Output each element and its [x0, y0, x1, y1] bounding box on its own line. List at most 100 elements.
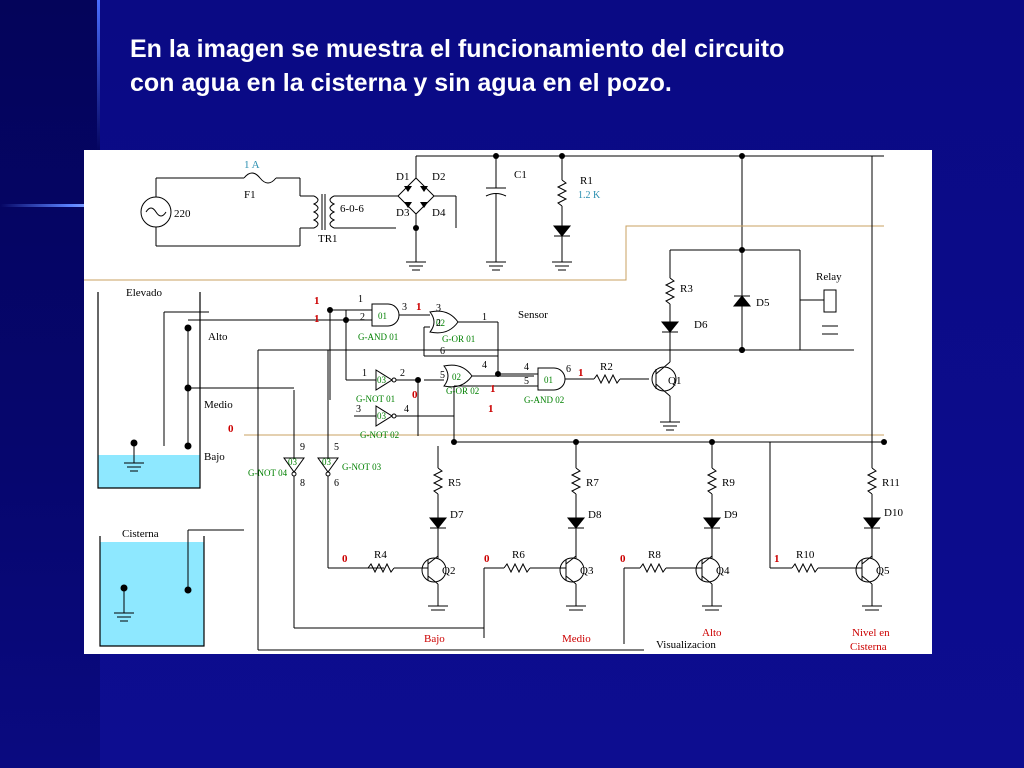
r4-label: R4: [374, 549, 387, 561]
r10-label: R10: [796, 549, 815, 561]
pin-number: 5: [334, 442, 339, 453]
led-icon: [552, 225, 572, 237]
cisterna-water: [100, 542, 204, 646]
not-gate-4-label: G-NOT 04: [248, 468, 288, 478]
circuit-diagram: 1 A F1 220 TR1 6-0-6 D1 D2 D3 D4 C1 R1 1…: [84, 150, 932, 654]
transformer-label: TR1: [318, 233, 338, 245]
d3-label: D3: [396, 207, 410, 219]
led-d6-icon: [660, 321, 680, 333]
resistor-r5-icon: [432, 467, 444, 495]
or-gate-1-number: 02: [436, 318, 445, 328]
r5-label: R5: [448, 477, 461, 489]
relay-label: Relay: [816, 271, 842, 283]
logic-value: 1: [314, 313, 320, 325]
logic-value: 1: [774, 553, 780, 565]
resistor-r1-value: 1.2 K: [578, 190, 601, 201]
d10-label: D10: [884, 507, 903, 519]
d6-label: D6: [694, 319, 708, 331]
q2-label: Q2: [442, 565, 455, 577]
level-alto-label: Alto: [208, 331, 228, 343]
or-gate-1-label: G-OR 01: [442, 334, 475, 344]
cisterna-tank-outline: [99, 536, 205, 647]
transformer-secondary-icon: [329, 195, 336, 229]
pin-number: 3: [402, 302, 407, 313]
transistor-q3-icon: [559, 557, 585, 583]
ground-icon: [486, 261, 506, 271]
fuse-rating-label: 1 A: [244, 159, 260, 171]
pin-number: 3: [436, 303, 441, 314]
r8-label: R8: [648, 549, 661, 561]
or-gate-1-icon: [429, 310, 459, 334]
logic-value: 0: [412, 389, 418, 401]
level-elevado-label: Elevado: [126, 287, 163, 299]
elevado-tank-outline: [97, 292, 201, 489]
pin-number: 4: [482, 360, 487, 371]
resistor-r8-icon: [639, 562, 667, 574]
resistor-r7-icon: [570, 467, 582, 495]
transformer-taps-label: 6-0-6: [340, 203, 364, 215]
pin-number: 2: [360, 312, 365, 323]
indicator-bajo-label: Bajo: [424, 633, 445, 645]
indicator-cisterna-label: Cisterna: [850, 641, 887, 653]
pin-number: 1: [362, 368, 367, 379]
resistor-r4-icon: [367, 562, 395, 574]
source-voltage-label: 220: [174, 208, 191, 220]
r9-label: R9: [722, 477, 735, 489]
pin-number: 1: [358, 294, 363, 305]
led-d7-icon: [428, 517, 448, 529]
pin-number: 2: [400, 368, 405, 379]
logic-value: 1: [314, 295, 320, 307]
r3-label: R3: [680, 283, 693, 295]
not-gate-4-number: 03: [288, 457, 298, 467]
pin-number: 2: [436, 318, 441, 329]
and-gate-2-label: G-AND 02: [524, 395, 564, 405]
logic-gates: [188, 303, 884, 650]
not-gate-1-number: 03: [377, 375, 387, 385]
not-gate-1-label: G-NOT 01: [356, 394, 395, 404]
power-supply: [140, 155, 884, 350]
and-gate-1-label: G-AND 01: [358, 332, 398, 342]
pin-number: 1: [482, 312, 487, 323]
r7-label: R7: [586, 477, 599, 489]
d7-label: D7: [450, 509, 464, 521]
logic-value: 1: [578, 367, 584, 379]
fuse-label: F1: [244, 189, 256, 201]
d5-label: D5: [756, 297, 770, 309]
resistor-r3-icon: [664, 277, 676, 305]
d2-label: D2: [432, 171, 445, 183]
not-gate-3-label: G-NOT 03: [342, 462, 382, 472]
tanks: [97, 292, 244, 647]
slide-title-line-1: En la imagen se muestra el funcionamient…: [130, 35, 785, 63]
pin-number: 9: [300, 442, 305, 453]
fuse-icon: [243, 172, 277, 184]
resistor-r1-label: R1: [580, 175, 593, 187]
elevado-water: [98, 455, 200, 488]
indicator-medio-label: Medio: [562, 633, 591, 645]
resistor-r11-icon: [866, 467, 878, 495]
transformer-primary-icon: [312, 195, 319, 229]
cisterna-label: Cisterna: [122, 528, 159, 540]
indicator-alto-label: Alto: [702, 627, 722, 639]
resistor-r2-icon: [593, 373, 621, 385]
capacitor-label: C1: [514, 169, 527, 181]
led-d9-icon: [702, 517, 722, 529]
and-gate-2-icon: [537, 367, 566, 391]
q1-label: Q1: [668, 375, 681, 387]
slide-title-line-2: con agua en la cisterna y sin agua en el…: [130, 69, 672, 97]
led-d10-icon: [862, 517, 882, 529]
resistor-r10-icon: [791, 562, 819, 574]
level-bajo-label: Bajo: [204, 451, 225, 463]
or-gate-2-label: G-OR 02: [446, 386, 479, 396]
r2-label: R2: [600, 361, 613, 373]
transistor-q4-icon: [695, 557, 721, 583]
accent-line-vertical: [97, 0, 100, 150]
accent-line-horizontal: [0, 204, 100, 207]
logic-value: 0: [484, 553, 490, 565]
pin-number: 4: [524, 362, 529, 373]
indicator-visualizacion-label: Visualizacion: [656, 639, 716, 651]
logic-value: 1: [490, 383, 496, 395]
pin-number: 5: [524, 376, 529, 387]
r6-label: R6: [512, 549, 525, 561]
ground-icon: [114, 590, 134, 622]
pin-number: 6: [334, 478, 339, 489]
